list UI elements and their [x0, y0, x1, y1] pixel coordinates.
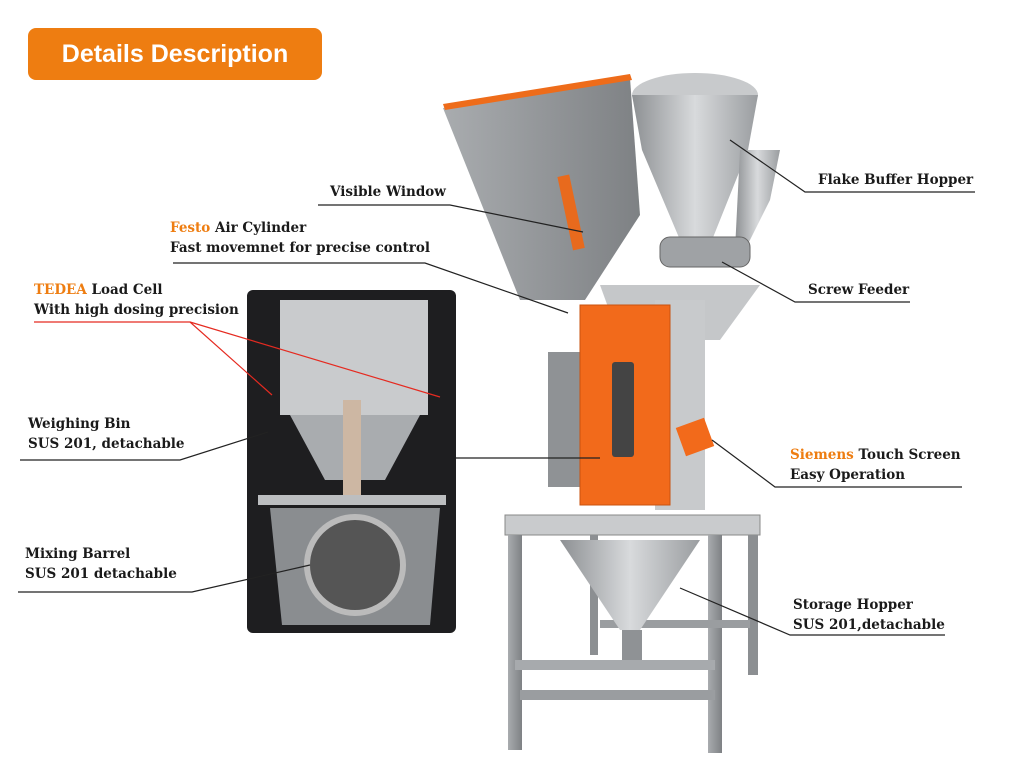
inset-photo	[247, 290, 456, 633]
callout-flake-buffer-hopper: Flake Buffer Hopper	[818, 170, 973, 190]
control-box	[548, 352, 580, 487]
callout-weighing-bin: Weighing Bin SUS 201, detachable	[28, 414, 185, 454]
callout-text: Mixing Barrel	[25, 546, 131, 562]
brand-name: TEDEA	[34, 282, 87, 298]
callout-storage-hopper: Storage Hopper SUS 201,detachable	[793, 595, 945, 635]
callout-text: Load Cell	[86, 282, 163, 298]
callout-text: Touch Screen	[853, 447, 961, 463]
brand-name: Siemens	[790, 447, 854, 463]
touch-screen	[675, 417, 715, 457]
callout-subtext: Easy Operation	[790, 467, 906, 483]
screw-feeder	[659, 236, 751, 268]
callout-visible-window: Visible Window	[330, 182, 446, 202]
storage-hopper	[560, 540, 700, 630]
callout-text: Flake Buffer Hopper	[818, 172, 974, 188]
callout-text: Storage Hopper	[793, 597, 913, 613]
cabinet-window	[612, 362, 634, 457]
callout-text: Visible Window	[330, 184, 446, 200]
section-title-badge: Details Description	[28, 28, 322, 80]
callout-screw-feeder: Screw Feeder	[808, 280, 909, 300]
callout-subtext: SUS 201, detachable	[28, 436, 185, 452]
callout-festo: Festo Air Cylinder Fast movemnet for pre…	[170, 218, 430, 258]
callout-subtext: SUS 201 detachable	[25, 566, 177, 582]
machine-stand	[504, 514, 761, 753]
callout-tedea: TEDEA Load Cell With high dosing precisi…	[34, 280, 239, 320]
callout-text: Weighing Bin	[28, 416, 131, 432]
callout-siemens: Siemens Touch Screen Easy Operation	[790, 445, 961, 485]
callout-text: Air Cylinder	[210, 220, 307, 236]
red-leader-lines	[34, 321, 441, 398]
callout-subtext: SUS 201,detachable	[793, 617, 945, 633]
flake-buffer-hopper	[632, 95, 758, 240]
callout-mixing-barrel: Mixing Barrel SUS 201 detachable	[25, 544, 177, 584]
callout-text: Screw Feeder	[808, 282, 910, 298]
brand-name: Festo	[170, 220, 211, 236]
callout-subtext: With high dosing precision	[34, 302, 239, 318]
callout-subtext: Fast movemnet for precise control	[170, 240, 431, 256]
main-hopper	[443, 78, 640, 300]
leader-lines	[18, 139, 975, 636]
